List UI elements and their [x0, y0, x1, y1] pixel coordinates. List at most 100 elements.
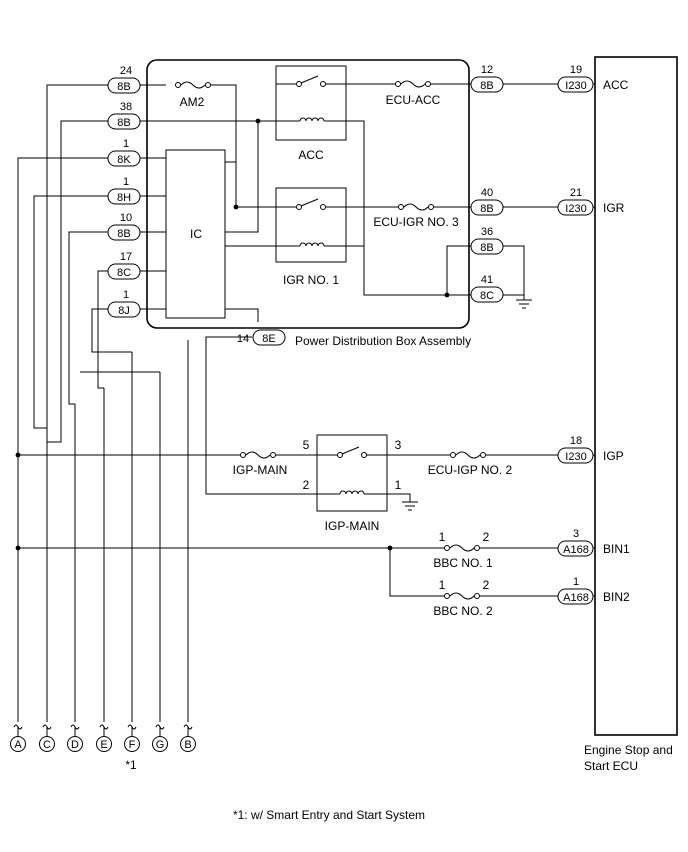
pdb-left-connector: 18H [107, 176, 141, 205]
igr-relay [275, 187, 347, 263]
svg-text:1: 1 [123, 289, 129, 301]
ecu-signal-label: IGR [603, 201, 625, 215]
svg-text:1: 1 [123, 176, 129, 188]
svg-text:17: 17 [120, 251, 132, 263]
svg-text:8B: 8B [117, 228, 130, 240]
terminal-C: C [39, 724, 55, 752]
svg-text:8B: 8B [480, 80, 493, 92]
pdb-gnd2-connector: 41 8C [470, 274, 504, 303]
svg-text:19: 19 [570, 64, 582, 76]
igp-relay-label: IGP-MAIN [325, 519, 380, 533]
svg-text:8B: 8B [117, 117, 130, 129]
svg-text:8H: 8H [117, 192, 131, 204]
svg-text:I230: I230 [565, 203, 586, 215]
ground-icon [402, 501, 418, 511]
acc-relay-label: ACC [298, 148, 324, 162]
svg-text:1: 1 [123, 138, 129, 150]
fuse-ecu-igr3-label: ECU-IGR NO. 3 [373, 215, 459, 229]
svg-text:41: 41 [481, 274, 493, 286]
svg-text:8B: 8B [117, 81, 130, 93]
svg-text:36: 36 [481, 226, 493, 238]
igp-relay [316, 434, 388, 512]
igp-relay-coil-icon [317, 490, 387, 495]
pdb-left-connector: 18J [107, 289, 141, 318]
acc-relay-switch-icon [276, 75, 346, 87]
ic-block [165, 149, 226, 319]
svg-text:8J: 8J [118, 305, 130, 317]
igp-relay-pin1: 1 [395, 478, 402, 492]
pdb-label: Power Distribution Box Assembly [295, 334, 471, 348]
igp-relay-switch-icon [317, 446, 387, 458]
terminal-E: E [96, 724, 112, 752]
svg-text:12: 12 [481, 64, 493, 76]
pdb-acc-connector: 12 8B [470, 64, 504, 93]
igr-relay-label: IGR NO. 1 [283, 273, 339, 287]
ecu-box [594, 56, 678, 736]
igp-relay-pin5: 5 [303, 438, 310, 452]
svg-text:F: F [129, 739, 136, 751]
pdb-left-connector: 18K [107, 138, 141, 167]
igp-relay-pin3: 3 [395, 438, 402, 452]
igp-relay-pin2: 2 [303, 478, 310, 492]
svg-text:G: G [156, 739, 165, 751]
svg-text:I230: I230 [565, 80, 586, 92]
bbc1-fuse-icon [444, 544, 480, 552]
bbc2-pin-b: 2 [483, 578, 490, 592]
ground-icon [516, 299, 532, 309]
pdb-bottom-connector: 14 8E [237, 329, 286, 346]
ecu-igr3-fuse-icon [398, 203, 434, 211]
svg-text:8B: 8B [480, 242, 493, 254]
svg-text:8K: 8K [117, 154, 131, 166]
terminal-F: F [124, 724, 140, 752]
terminal-B: B [180, 724, 196, 752]
ecu-signal-label: BIN2 [603, 590, 630, 604]
svg-text:18: 18 [570, 435, 582, 447]
igr-relay-switch-icon [276, 198, 346, 210]
ecu-name-line2: Start ECU [584, 759, 638, 773]
igr-relay-coil-icon [276, 242, 346, 247]
ecu-name-line1: Engine Stop and [584, 743, 673, 757]
ecu-signal-label: ACC [603, 78, 629, 92]
ic-label: IC [190, 227, 202, 241]
footnote: *1: w/ Smart Entry and Start System [233, 808, 425, 822]
acc-relay-coil-icon [276, 117, 346, 122]
terminal-G: G [152, 724, 168, 752]
fuse-ecu-igp2-label: ECU-IGP NO. 2 [428, 463, 513, 477]
terminal-A: A [10, 724, 26, 752]
fuse-bbc1-label: BBC NO. 1 [433, 556, 493, 570]
svg-text:1: 1 [573, 576, 579, 588]
bbc1-pin-b: 2 [483, 530, 490, 544]
svg-text:40: 40 [481, 187, 493, 199]
svg-text:B: B [184, 739, 191, 751]
svg-text:A: A [14, 739, 22, 751]
fuse-igp-main-label: IGP-MAIN [233, 463, 288, 477]
svg-text:24: 24 [120, 65, 132, 77]
svg-text:38: 38 [120, 101, 132, 113]
terminal-note: *1 [125, 758, 137, 772]
ecu-igp2-fuse-icon [450, 451, 486, 459]
svg-text:8C: 8C [117, 267, 131, 279]
igp-main-fuse-icon [240, 451, 276, 459]
fuse-am2-label: AM2 [180, 95, 205, 109]
bbc1-pin-a: 1 [439, 530, 446, 544]
svg-text:8B: 8B [480, 203, 493, 215]
bbc2-pin-a: 1 [439, 578, 446, 592]
acc-relay [275, 65, 347, 141]
svg-text:A168: A168 [563, 592, 589, 604]
svg-text:8E: 8E [262, 333, 275, 345]
ecu-signal-label: BIN1 [603, 542, 630, 556]
svg-text:D: D [71, 739, 79, 751]
svg-text:C: C [43, 739, 51, 751]
fuse-bbc2-label: BBC NO. 2 [433, 604, 493, 618]
am2-fuse-icon [175, 81, 211, 89]
